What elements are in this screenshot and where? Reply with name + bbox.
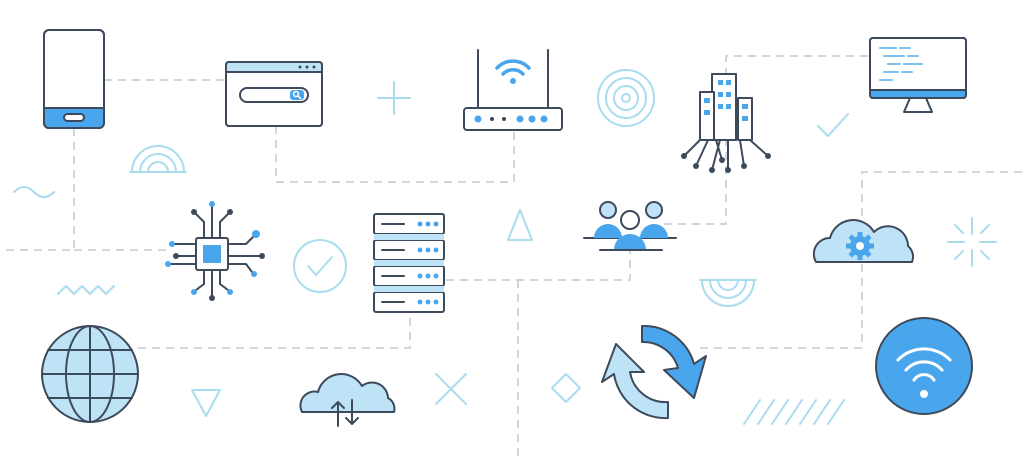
signal-arc-icon <box>699 279 757 307</box>
target-icon <box>597 69 655 127</box>
cloud-transfer-icon <box>299 373 396 427</box>
globe-icon <box>41 325 139 423</box>
city-network-icon <box>681 73 771 173</box>
processor-chip-icon <box>165 201 265 301</box>
triangle-icon <box>507 209 533 241</box>
cloud-gear-icon <box>812 219 915 263</box>
wave-shape <box>13 186 55 198</box>
plus-shape <box>377 81 411 115</box>
decorations <box>13 69 997 425</box>
sparkle-icon <box>947 217 997 267</box>
sync-arrows-icon <box>601 324 707 420</box>
browser-search-icon <box>225 61 323 127</box>
diamond-icon <box>551 373 581 403</box>
cross-icon <box>435 373 467 405</box>
wifi-signal-arc-icon <box>129 145 187 173</box>
wifi-router-icon <box>463 49 563 131</box>
wifi-circle-icon <box>875 317 973 415</box>
zigzag-shape <box>57 285 115 295</box>
hatch-lines <box>743 399 845 425</box>
check-icon <box>817 113 849 137</box>
user-group-icon <box>583 201 677 251</box>
monitor-code-icon <box>869 37 967 113</box>
check-circle-icon <box>293 239 347 293</box>
smartphone-icon <box>43 29 105 129</box>
triangle-down-icon <box>191 389 221 417</box>
server-rack-icon <box>373 213 445 313</box>
